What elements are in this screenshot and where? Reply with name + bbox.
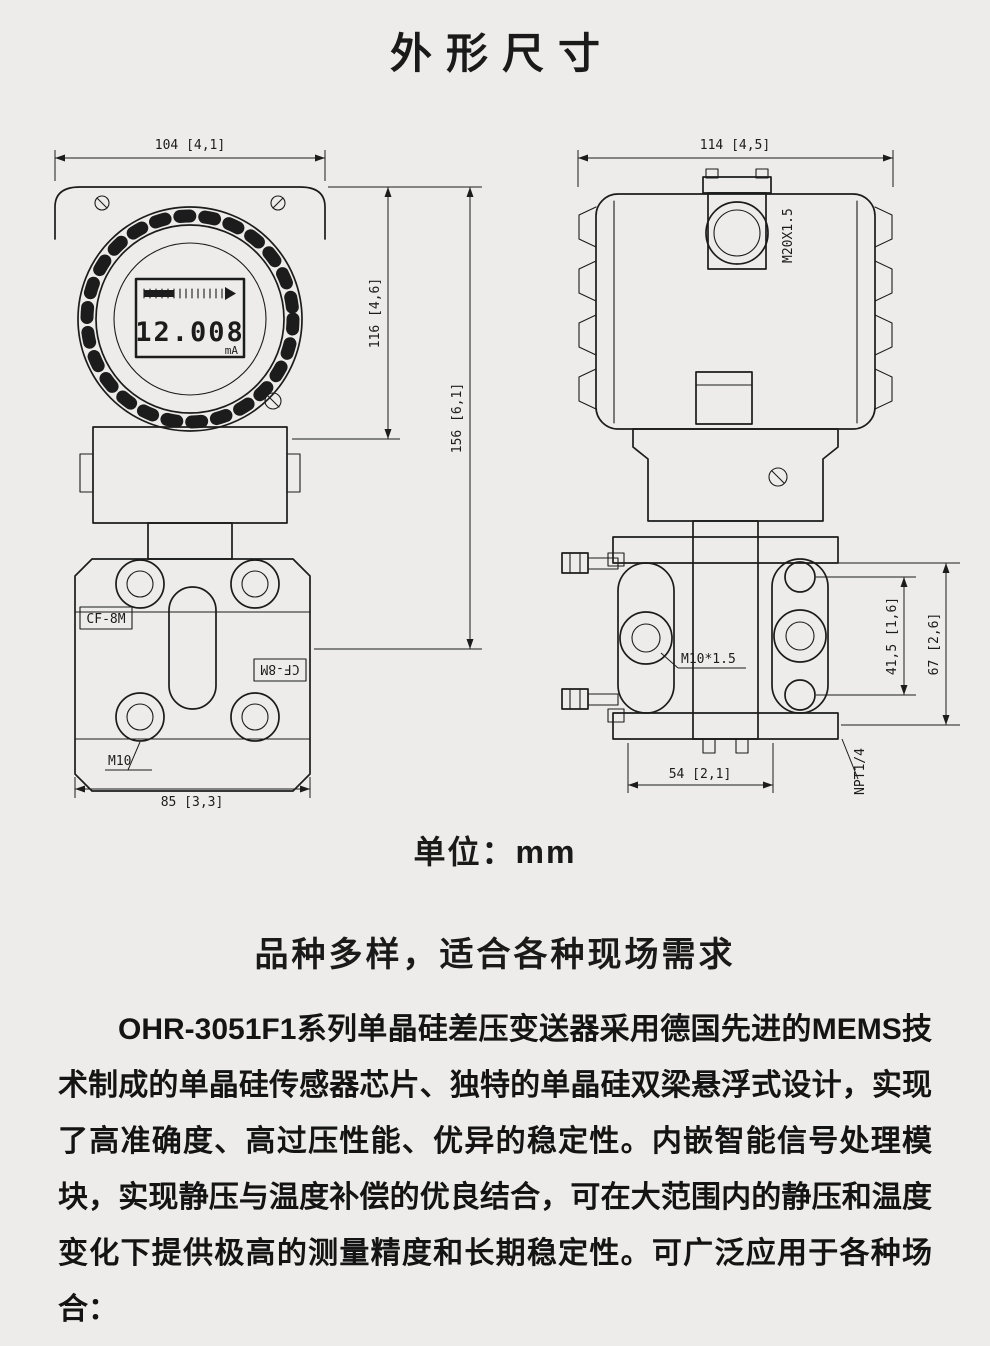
lcd-value: 12.008 (135, 317, 245, 348)
dim-front-width-flange-label: 85 [3,3] (161, 795, 224, 810)
dim-front-height-display: 116 [4,6] (292, 186, 482, 440)
process-flange-side: M10*1.5 (561, 520, 839, 754)
neck (632, 428, 839, 522)
conduit-connection: M20X1.5 (702, 168, 796, 270)
side-view-drawing: 114 [4,5] M20X1.5 (561, 138, 960, 795)
dim-side-flange-height-label: 67 [2,6] (927, 613, 942, 676)
process-connector-top (561, 552, 619, 574)
flange-bolts (115, 559, 280, 742)
conduit-thread-label: M20X1.5 (781, 208, 796, 263)
flange-material-tag-right: CF-8M (253, 658, 307, 682)
dim-front-height-overall: 156 [6,1] (314, 187, 482, 650)
dim-front-width-top: 104 [4,1] (54, 138, 326, 181)
front-view-drawing: 104 [4,1] (54, 138, 482, 810)
dim-side-bolt-spacing-label: 41,5 [1,6] (885, 597, 900, 675)
flange-material-tag-left: CF-8M (79, 606, 133, 630)
nameplate (695, 371, 753, 425)
dim-side-width-top-label: 114 [4,5] (700, 138, 770, 153)
bargraph-pointer-icon (225, 287, 236, 300)
dim-side-width-top: 114 [4,5] (577, 138, 894, 187)
dim-front-height-overall-label: 156 [6,1] (450, 383, 465, 453)
vent-thread-label: NPT1/4 (853, 748, 868, 795)
lcd-display: 12.008 mA (134, 277, 246, 359)
display-bezel (77, 206, 303, 432)
dim-front-width-top-label: 104 [4,1] (155, 138, 225, 153)
description-paragraph: OHR-3051F1系列单晶硅差压变送器采用德国先进的MEMS技术制成的单晶硅传… (58, 1013, 932, 1326)
section-heading: 品种多样，适合各种现场需求 (254, 936, 736, 974)
lcd-unit-label: mA (225, 344, 239, 357)
vent-thread-callout: NPT1/4 (841, 738, 868, 795)
bolt-thread-callout-side: M10*1.5 (660, 652, 746, 669)
flange-material-label: CF-8M (86, 612, 125, 627)
page-title: 外形尺寸 (389, 30, 614, 77)
dimension-drawings: 104 [4,1] (0, 129, 990, 811)
bolt-thread-callout: M10 (105, 741, 152, 771)
electronics-body (79, 426, 301, 560)
dim-side-port-spacing: 54 [2,1] (627, 743, 774, 793)
bolt-thread-label: M10 (108, 754, 131, 769)
unit-label: 单位：mm (413, 834, 577, 870)
process-connector-bottom (561, 688, 619, 710)
housing-top-cap (54, 186, 326, 240)
dim-side-bolt-spacing: 41,5 [1,6] (816, 576, 916, 696)
flange-material-label: CF-8M (260, 661, 299, 676)
dim-side-port-spacing-label: 54 [2,1] (669, 767, 732, 782)
dim-side-flange-height: 67 [2,6] (831, 562, 960, 726)
bolt-thread-side-label: M10*1.5 (681, 652, 736, 667)
housing-side (578, 193, 893, 430)
dim-front-width-flange: 85 [3,3] (74, 777, 311, 810)
process-flange-front: CF-8M CF-8M M10 (74, 558, 311, 792)
dim-front-height-display-label: 116 [4,6] (368, 278, 383, 348)
